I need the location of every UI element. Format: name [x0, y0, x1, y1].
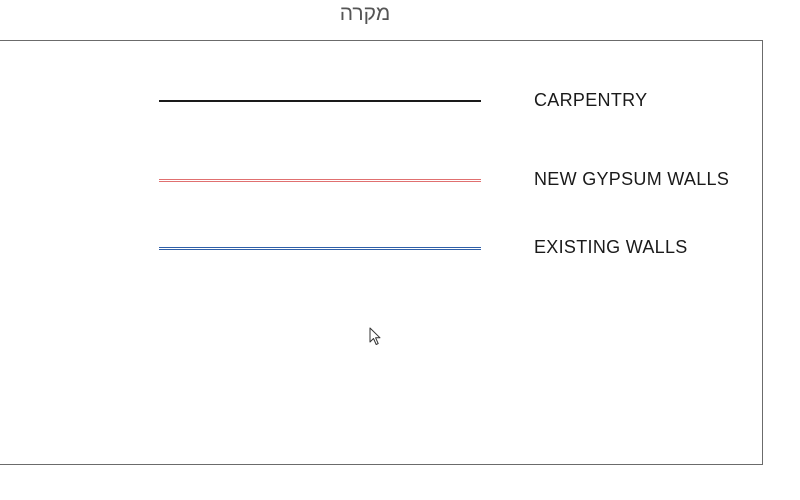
legend-item-carpentry: CARPENTRY [0, 86, 762, 116]
mouse-pointer-icon [369, 327, 381, 345]
new-gypsum-walls-line-sample [159, 179, 481, 182]
new-gypsum-walls-label: NEW GYPSUM WALLS [534, 169, 730, 189]
existing-walls-label: EXISTING WALLS [534, 237, 688, 257]
legend-box: CARPENTRY NEW GYPSUM WALLS EXISTING WALL… [0, 40, 763, 465]
existing-walls-line-sample [159, 247, 481, 250]
legend-title: מקרה [339, 1, 391, 25]
legend-item-existing-walls: EXISTING WALLS [0, 233, 762, 263]
carpentry-label: CARPENTRY [534, 90, 648, 110]
legend-item-new-gypsum-walls: NEW GYPSUM WALLS [0, 165, 762, 195]
carpentry-line-sample [159, 100, 481, 102]
